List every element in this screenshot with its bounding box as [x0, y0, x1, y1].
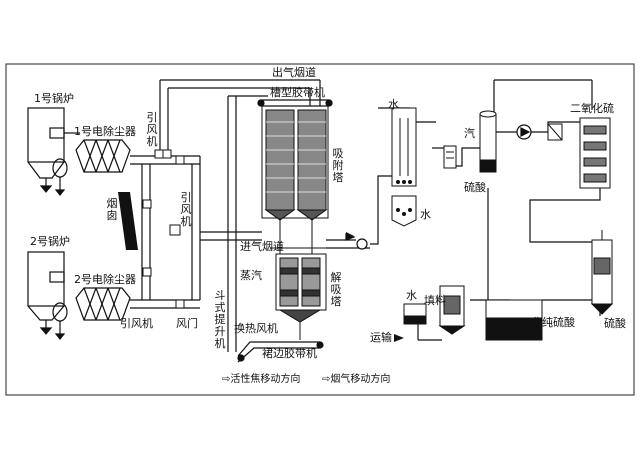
- esp-1-shape: [75, 139, 131, 173]
- inlet-flue-label: 进气烟道: [240, 240, 284, 253]
- legend-flue-direction: ⇨烟气移动方向: [322, 374, 391, 385]
- water-3-label: 水: [406, 289, 417, 302]
- transport-label: 运输: [370, 331, 392, 344]
- flow-arrow: [346, 232, 354, 240]
- water-2-label: 水: [420, 208, 431, 221]
- adsorption-tower-shape: [261, 105, 329, 221]
- top-conveyor-label: 槽型胶带机: [270, 86, 325, 99]
- desorption-tower-shape: [270, 218, 334, 340]
- heat-exchange-fan-label: 换热风机: [234, 322, 278, 335]
- adsorption-tower-label: 吸附塔: [332, 147, 344, 184]
- sulfuric-acid-label: 硫酸: [464, 181, 486, 194]
- esp-2-shape: [75, 287, 131, 321]
- condenser-shape: [443, 145, 457, 169]
- id-fan-mid-label: 引风机: [180, 191, 192, 228]
- legend-coke-direction: ⇨活性焦移动方向: [222, 374, 301, 385]
- damper-label: 风门: [176, 317, 198, 330]
- exchanger-shape: [547, 123, 563, 141]
- diagram-border: [5, 63, 635, 396]
- pump-shape: [516, 124, 532, 140]
- industrial-acid-label: 工业纯硫酸: [520, 316, 575, 329]
- top-conveyor-shape: [257, 99, 333, 107]
- water-tank-shape: [391, 195, 417, 227]
- acid-column-shape: [479, 110, 497, 173]
- water-1-label: 水: [388, 98, 399, 111]
- absorber-shape: [590, 230, 614, 315]
- id-fan-top-label: 引风机: [146, 111, 158, 148]
- filler-label: 填料: [424, 294, 446, 307]
- fan-dampers: [142, 149, 185, 309]
- sulfuric-acid-2-label: 硫酸: [604, 317, 626, 330]
- boiler-2-label: 2号锅炉: [30, 235, 70, 248]
- steam-2-label: 汽: [464, 127, 475, 140]
- esp-2-label: 2号电除尘器: [74, 273, 136, 286]
- boiler-1-label: 1号锅炉: [34, 92, 74, 105]
- chimney-shape: [118, 192, 138, 250]
- id-fan-bottom-label: 引风机: [120, 317, 153, 330]
- esp-1-label: 1号电除尘器: [74, 125, 136, 138]
- industrial-acid-tank-shape: [485, 299, 543, 341]
- bucket-elevator-label: 斗式提升机: [214, 289, 226, 350]
- transport-arrow: [394, 334, 404, 342]
- steam-label: 蒸汽: [240, 269, 262, 282]
- transport-tank-shape: [403, 303, 427, 325]
- boiler-1-shape: [27, 107, 80, 196]
- boiler-2-shape: [27, 251, 68, 340]
- converter-shape: [579, 117, 611, 189]
- chimney-label: 烟囱: [106, 197, 118, 222]
- skirt-conveyor-label: 裙边胶带机: [262, 347, 317, 360]
- outlet-flue-label: 出气烟道: [272, 66, 316, 79]
- scrubber-column-shape: [391, 107, 417, 187]
- filler-tower-shape: [438, 285, 466, 335]
- desorption-tower-label: 解吸塔: [330, 271, 342, 308]
- skirt-conveyor-shape: [237, 341, 324, 363]
- sulfur-dioxide-label: 二氧化硫: [570, 102, 614, 115]
- flue-ducts: [130, 79, 321, 352]
